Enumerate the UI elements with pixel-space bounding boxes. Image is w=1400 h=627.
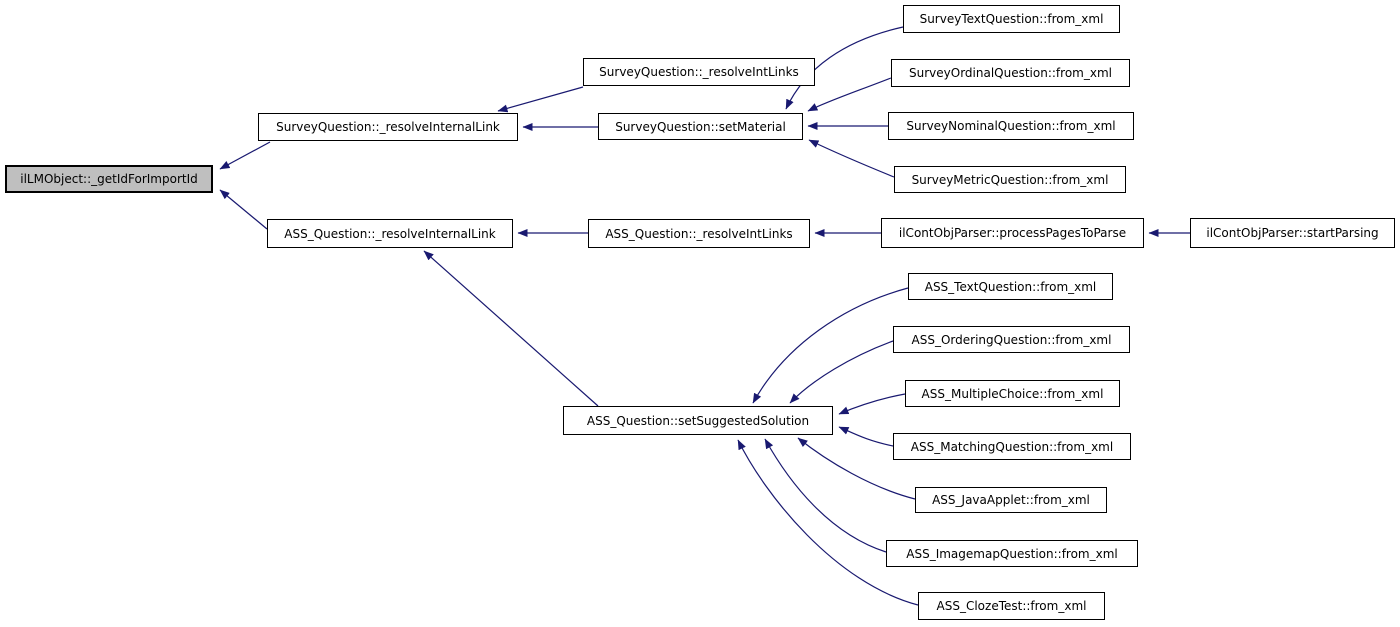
graph-node-surveyordinalquestion-from-xml[interactable]: SurveyOrdinalQuestion::from_xml [891, 59, 1130, 87]
graph-node-illmobject-getidforimportid: ilLMObject::_getIdForImportId [5, 165, 213, 193]
edge-ass-orderingquestion-from-xml-to-ass-question-setsuggestedsolution [789, 340, 894, 404]
graph-node-surveyquestion-resolveinternallink[interactable]: SurveyQuestion::_resolveInternalLink [258, 113, 518, 141]
graph-node-ass-clozetest-from-xml[interactable]: ASS_ClozeTest::from_xml [918, 592, 1105, 620]
edge-ass-javaapplet-from-xml-to-ass-question-setsuggestedsolution [797, 437, 916, 500]
graph-node-label: ASS_Question::_resolveInternalLink [284, 226, 496, 241]
graph-node-ass-question-resolveinternallink[interactable]: ASS_Question::_resolveInternalLink [267, 219, 513, 248]
edge-surveytextquestion-from-xml-to-surveyquestion-setmaterial [785, 26, 904, 110]
graph-node-label: ASS_MultipleChoice::from_xml [921, 386, 1104, 401]
graph-node-surveyquestion-setmaterial[interactable]: SurveyQuestion::setMaterial [598, 113, 803, 140]
edge-ass-matchingquestion-from-xml-to-ass-question-setsuggestedsolution [838, 426, 894, 447]
graph-node-ass-multiplechoice-from-xml[interactable]: ASS_MultipleChoice::from_xml [905, 380, 1120, 407]
graph-node-ass-javaapplet-from-xml[interactable]: ASS_JavaApplet::from_xml [915, 487, 1107, 513]
edge-ass-question-setsuggestedsolution-to-ass-question-resolveinternallink [423, 250, 599, 407]
graph-node-label: ASS_ClozeTest::from_xml [936, 599, 1087, 613]
graph-node-label: ASS_Question::setSuggestedSolution [586, 413, 810, 428]
edge-ass-question-resolveinternallink-to-illmobject-getidforimportid [219, 189, 268, 230]
edge-surveyquestion-resolveintlinks-to-surveyquestion-resolveinternallink [497, 86, 584, 113]
graph-node-surveytextquestion-from-xml[interactable]: SurveyTextQuestion::from_xml [903, 5, 1120, 33]
graph-node-ass-textquestion-from-xml[interactable]: ASS_TextQuestion::from_xml [908, 273, 1113, 300]
graph-node-label: SurveyQuestion::setMaterial [615, 119, 786, 134]
graph-node-surveyquestion-resolveintlinks[interactable]: SurveyQuestion::_resolveIntLinks [583, 58, 815, 86]
graph-node-label: ASS_MatchingQuestion::from_xml [910, 439, 1114, 454]
edge-surveyordinalquestion-from-xml-to-surveyquestion-setmaterial [807, 77, 892, 112]
graph-node-ass-orderingquestion-from-xml[interactable]: ASS_OrderingQuestion::from_xml [893, 326, 1130, 353]
edge-surveyquestion-resolveinternallink-to-illmobject-getidforimportid [219, 141, 271, 170]
graph-node-label: ASS_OrderingQuestion::from_xml [911, 332, 1112, 347]
graph-node-ilcontobjparser-processpagestoparse[interactable]: ilContObjParser::processPagesToParse [881, 218, 1144, 248]
edge-ass-multiplechoice-from-xml-to-ass-question-setsuggestedsolution [838, 393, 906, 415]
edge-ass-clozetest-from-xml-to-ass-question-setsuggestedsolution [737, 439, 919, 606]
graph-node-ilcontobjparser-startparsing[interactable]: ilContObjParser::startParsing [1190, 218, 1395, 248]
graph-node-label: ilContObjParser::startParsing [1206, 226, 1379, 240]
graph-node-label: ASS_Question::_resolveIntLinks [605, 226, 793, 241]
graph-node-ass-matchingquestion-from-xml[interactable]: ASS_MatchingQuestion::from_xml [893, 433, 1131, 460]
graph-node-label: SurveyNominalQuestion::from_xml [906, 119, 1116, 133]
graph-node-label: SurveyQuestion::_resolveIntLinks [599, 65, 799, 79]
graph-node-label: SurveyTextQuestion::from_xml [919, 12, 1104, 26]
graph-node-label: SurveyOrdinalQuestion::from_xml [909, 66, 1112, 80]
graph-node-label: ASS_TextQuestion::from_xml [924, 279, 1097, 294]
edge-ass-textquestion-from-xml-to-ass-question-setsuggestedsolution [752, 287, 909, 404]
graph-node-label: ilContObjParser::processPagesToParse [898, 226, 1127, 240]
graph-node-ass-question-setsuggestedsolution[interactable]: ASS_Question::setSuggestedSolution [563, 406, 833, 435]
graph-node-surveynominalquestion-from-xml[interactable]: SurveyNominalQuestion::from_xml [888, 112, 1134, 140]
graph-node-ass-imagemapquestion-from-xml[interactable]: ASS_ImagemapQuestion::from_xml [886, 540, 1138, 567]
edge-surveymetricquestion-from-xml-to-surveyquestion-setmaterial [808, 139, 895, 178]
edge-ass-imagemapquestion-from-xml-to-ass-question-setsuggestedsolution [764, 438, 887, 553]
graph-node-label: SurveyQuestion::_resolveInternalLink [276, 120, 500, 134]
graph-node-label: ilLMObject::_getIdForImportId [20, 172, 198, 186]
graph-node-label: ASS_JavaApplet::from_xml [932, 493, 1090, 507]
graph-node-surveymetricquestion-from-xml[interactable]: SurveyMetricQuestion::from_xml [894, 166, 1126, 193]
graph-node-label: SurveyMetricQuestion::from_xml [911, 172, 1109, 187]
graph-node-label: ASS_ImagemapQuestion::from_xml [906, 546, 1118, 561]
graph-node-ass-question-resolveintlinks[interactable]: ASS_Question::_resolveIntLinks [588, 219, 810, 248]
